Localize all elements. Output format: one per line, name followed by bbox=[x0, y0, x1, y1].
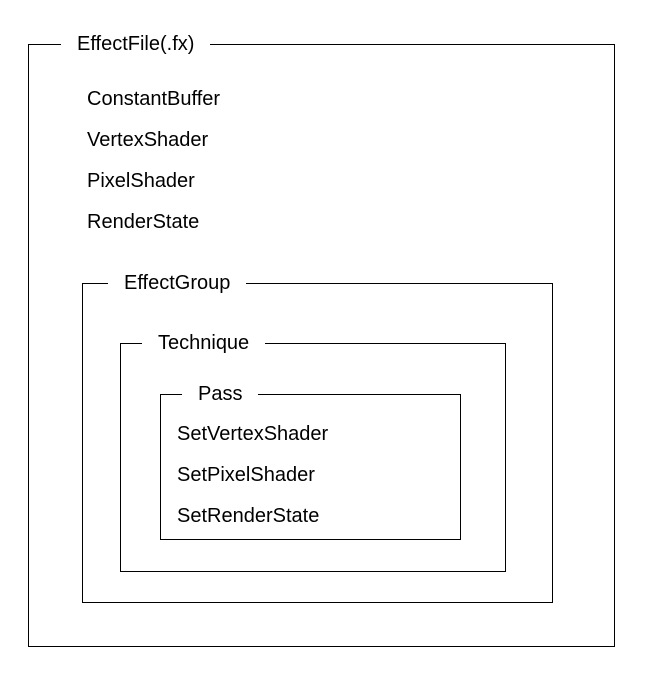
technique-box: Technique bbox=[120, 331, 506, 572]
effect-file-item-pixel-shader: PixelShader bbox=[87, 170, 195, 192]
pass-item-set-render-state: SetRenderState bbox=[177, 505, 320, 527]
effect-file-box: EffectFile(.fx) bbox=[28, 32, 615, 647]
pass-box: Pass bbox=[160, 382, 461, 540]
technique-title: Technique bbox=[142, 331, 266, 355]
effect-file-item-vertex-shader: VertexShader bbox=[87, 129, 209, 151]
effect-file-title: EffectFile(.fx) bbox=[61, 32, 211, 56]
effect-file-item-render-state: RenderState bbox=[87, 211, 200, 233]
effect-file-item-constant-buffer: ConstantBuffer bbox=[87, 88, 221, 110]
effect-group-box: EffectGroup bbox=[82, 271, 553, 603]
effect-group-title: EffectGroup bbox=[108, 271, 247, 295]
pass-title: Pass bbox=[182, 382, 259, 406]
pass-item-set-pixel-shader: SetPixelShader bbox=[177, 464, 315, 486]
pass-item-set-vertex-shader: SetVertexShader bbox=[177, 423, 329, 445]
